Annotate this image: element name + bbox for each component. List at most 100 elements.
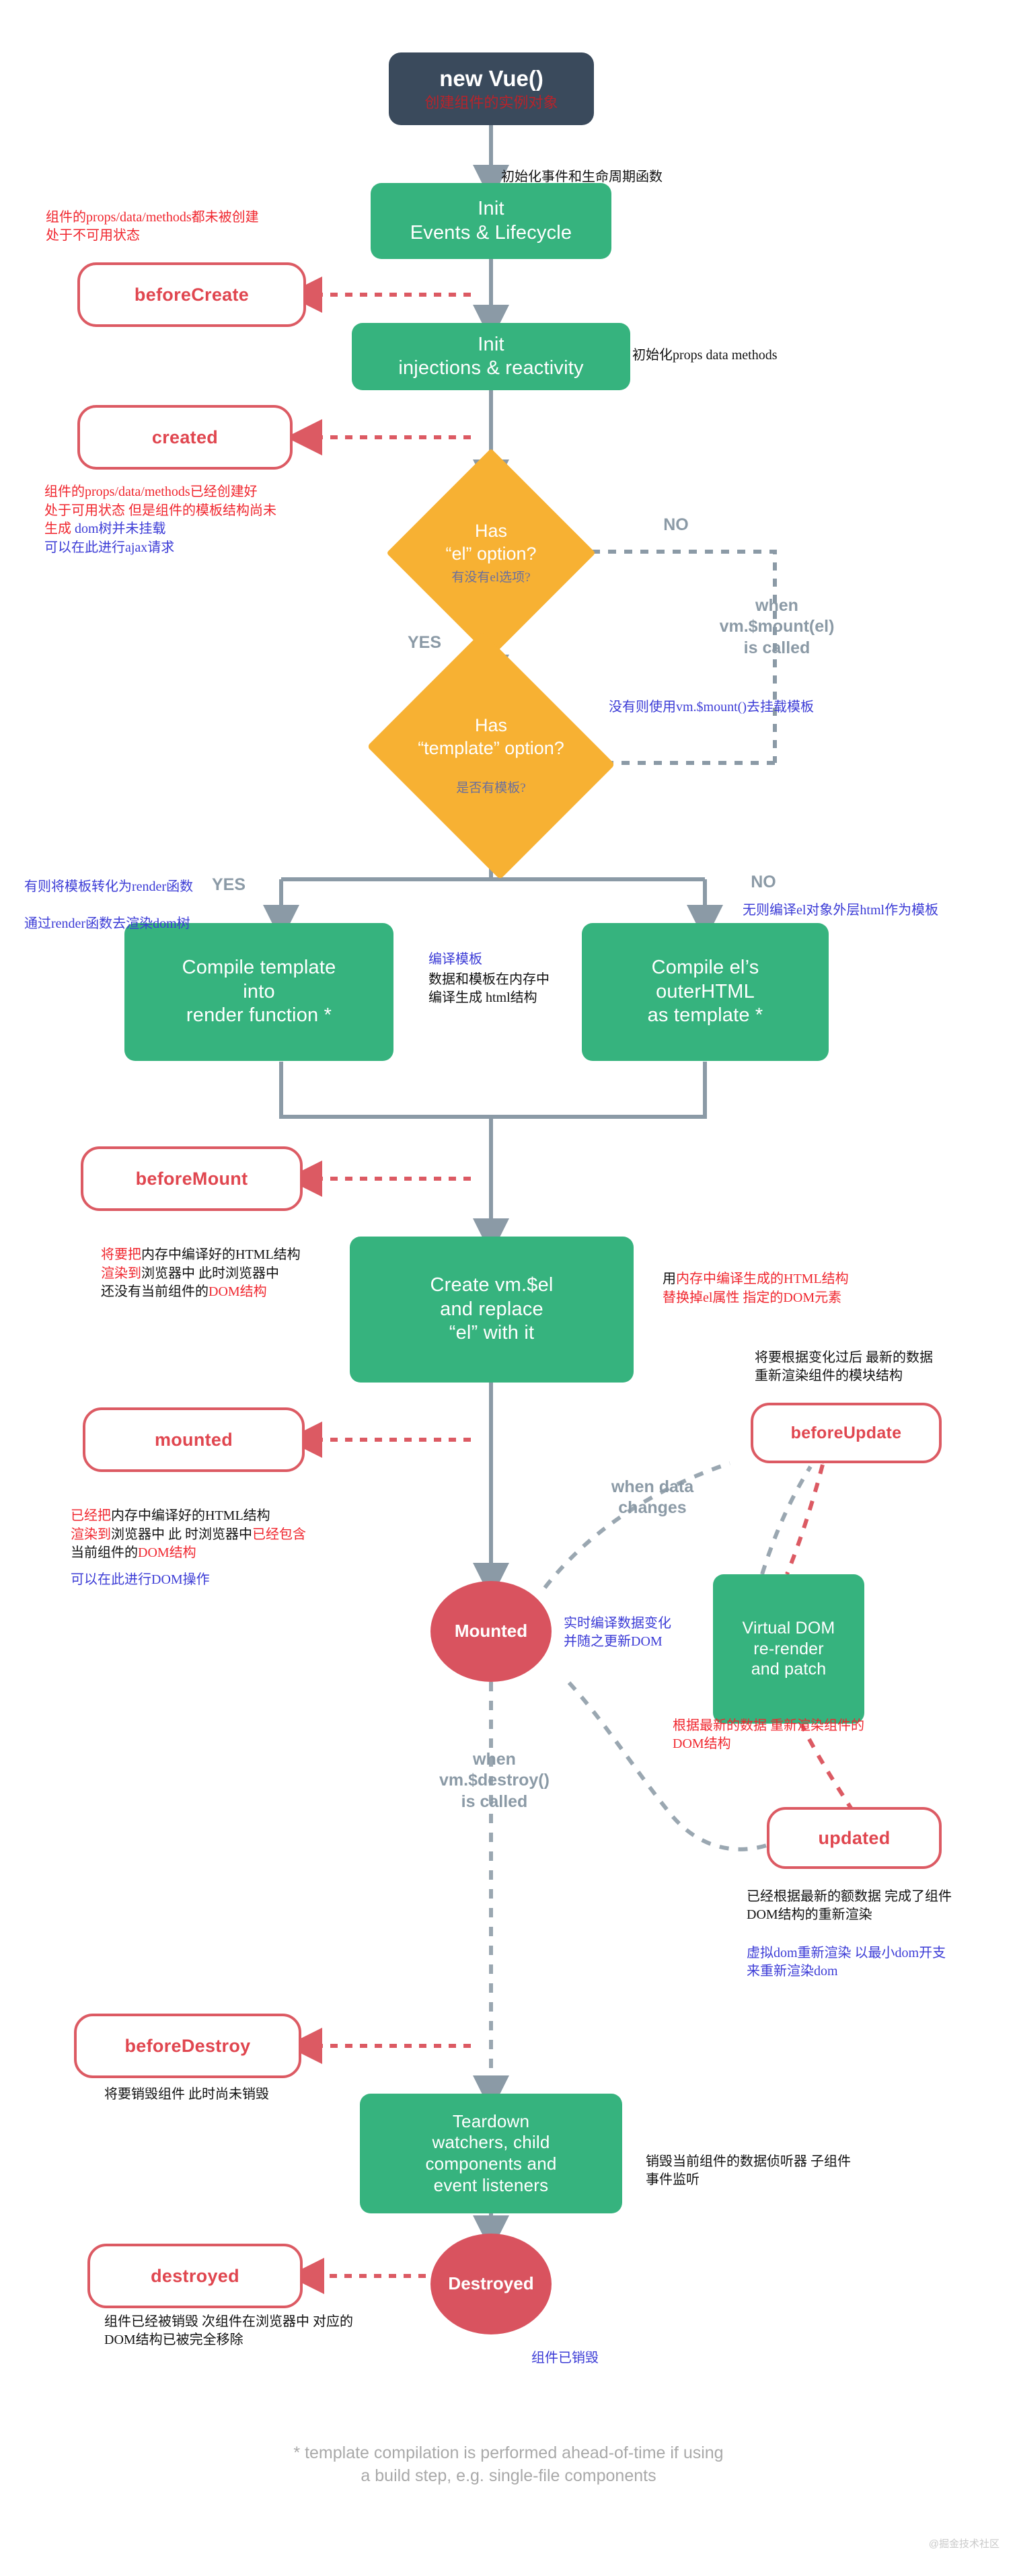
- node-has-template-line2: “template” option?: [418, 738, 564, 759]
- annotation-mounted-l4-blue: 可以在此进行DOM操作: [71, 1572, 210, 1587]
- hook-mounted: mounted: [83, 1407, 305, 1472]
- node-compile-template: Compile template into render function *: [124, 923, 393, 1061]
- hook-destroyed: destroyed: [87, 2244, 303, 2308]
- annotation-updated-body: 已经根据最新的额数据 完成了组件 DOM结构的重新渲染: [747, 1889, 952, 1923]
- node-teardown-line3: components and: [425, 2154, 557, 2174]
- annotation-mounted-l2-black: 浏览器中 此 时浏览器中: [111, 1526, 252, 1542]
- node-teardown-line2: watchers, child: [432, 2132, 550, 2153]
- node-compile-outer-line2: outerHTML: [656, 980, 755, 1002]
- annotation-before-mount-l2-red: 渲染到: [101, 1265, 141, 1281]
- node-virtual-dom-line1: Virtual DOM: [742, 1619, 835, 1638]
- flow-label-yes-template: YES: [211, 875, 246, 894]
- annotation-teardown-note: 销毁当前组件的数据侦听器 子组件 事件监听: [646, 2154, 851, 2188]
- annotation-compile-body: 数据和模板在内存中 编译生成 html结构: [428, 972, 550, 1006]
- node-teardown: Teardown watchers, child components and …: [360, 2094, 622, 2213]
- node-teardown-line4: event listeners: [433, 2174, 549, 2195]
- annotation-init-lifecycle: 初始化事件和生命周期函数: [501, 170, 663, 184]
- hook-created: created: [77, 405, 293, 470]
- flow-label-no-template: NO: [751, 873, 776, 891]
- annotation-destroyed-blue: 组件已销毁: [531, 2351, 599, 2365]
- node-compile-template-line2: into: [243, 980, 275, 1002]
- hook-created-label: created: [151, 427, 219, 447]
- annotation-created: 组件的props/data/methods已经创建好 处于可用状态 但是组件的模…: [44, 483, 276, 557]
- node-has-el-option: Has “el” option? 有没有el选项?: [386, 448, 596, 658]
- hook-before-create: beforeCreate: [77, 262, 306, 327]
- flow-label-no-el: NO: [663, 515, 689, 534]
- annotation-mounted-l1-black: 内存中编译好的HTML结构: [111, 1508, 270, 1523]
- annotation-mounted-l3-black: 当前组件的: [71, 1545, 138, 1561]
- annotation-compile-title: 编译模板: [428, 952, 482, 967]
- annotation-before-mount-l3-red: DOM结构: [209, 1284, 267, 1300]
- annotation-updated-arrow-note: 根据最新的数据 重新渲染组件的 DOM结构: [673, 1718, 864, 1752]
- hook-mounted-label: mounted: [154, 1429, 233, 1450]
- node-init-events-line2: Events & Lifecycle: [410, 221, 572, 244]
- node-virtual-dom-line3: and patch: [751, 1660, 827, 1679]
- node-has-template-zh: 是否有模板?: [456, 780, 526, 795]
- node-virtual-dom-rerender: Virtual DOM re-render and patch: [713, 1574, 864, 1724]
- annotation-mounted-l3-red: DOM结构: [138, 1545, 196, 1561]
- annotation-created-line1: 组件的props/data/methods已经创建好: [44, 484, 258, 499]
- node-init-injections-reactivity: Init injections & reactivity: [352, 323, 630, 390]
- node-new-vue-zh: 创建组件的实例对象: [424, 94, 558, 111]
- node-has-template-line1: Has: [474, 715, 507, 736]
- node-create-el-line1: Create vm.$el: [430, 1274, 554, 1296]
- flow-label-when-data-changes: when data changes: [611, 1477, 694, 1518]
- annotation-before-mount-l1-black: 内存中编译好的HTML结构: [141, 1247, 301, 1262]
- hook-updated: updated: [767, 1807, 942, 1869]
- annotation-mounted-l2-red: 渲染到: [71, 1526, 111, 1542]
- hook-before-create-label: beforeCreate: [134, 284, 250, 305]
- node-destroyed-state: Destroyed: [430, 2234, 552, 2334]
- node-mounted-label: Mounted: [454, 1621, 528, 1642]
- node-compile-outer-line1: Compile el’s: [651, 957, 759, 979]
- footer-note: * template compilation is performed ahea…: [293, 2443, 724, 2485]
- hook-before-destroy: beforeDestroy: [74, 2014, 301, 2078]
- node-init-injections-line1: Init: [478, 333, 504, 355]
- annotation-create-vm-el: 用内存中编译生成的HTML结构 替换掉el属性 指定的DOM元素: [663, 1270, 849, 1307]
- node-create-el-line2: and replace: [440, 1298, 543, 1320]
- annotation-created-line4: 可以在此进行ajax请求: [44, 540, 175, 555]
- hook-updated-label: updated: [818, 1827, 891, 1848]
- annotation-updated-blue: 虚拟dom重新渲染 以最小dom开支 来重新渲染dom: [747, 1946, 946, 1979]
- flow-label-when-mount-called: when vm.$mount(el) is called: [719, 596, 835, 657]
- annotation-create-el-l2-red: 替换掉el属性 指定的DOM元素: [663, 1290, 842, 1305]
- annotation-before-create: 组件的props/data/methods都未被创建 处于不可用状态: [46, 210, 259, 244]
- hook-before-mount-label: beforeMount: [135, 1168, 248, 1189]
- node-init-injections-line2: injections & reactivity: [398, 357, 584, 379]
- annotation-before-update: 将要根据变化过后 最新的数据 重新渲染组件的模块结构: [755, 1350, 933, 1384]
- annotation-virtual-dom-note: 实时编译数据变化 并随之更新DOM: [564, 1616, 671, 1650]
- annotation-mounted-l2-red2: 已经包含: [252, 1526, 306, 1542]
- node-init-events-line1: Init: [478, 198, 504, 220]
- annotation-before-mount: 将要把内存中编译好的HTML结构 渲染到浏览器中 此时浏览器中 还没有当前组件的…: [101, 1246, 301, 1302]
- annotation-mounted: 已经把内存中编译好的HTML结构 渲染到浏览器中 此 时浏览器中已经包含 当前组…: [71, 1507, 306, 1589]
- node-teardown-line1: Teardown: [452, 2110, 530, 2131]
- annotation-render-note-line2: 通过render函数去渲染dom树: [24, 916, 190, 931]
- annotation-before-mount-l1-red: 将要把: [101, 1247, 141, 1262]
- hook-before-mount: beforeMount: [81, 1146, 303, 1211]
- node-virtual-dom-line2: re-render: [753, 1639, 824, 1658]
- annotation-created-line2: 处于可用状态 但是组件的模板结构尚未: [44, 503, 276, 518]
- node-compile-template-line3: render function *: [186, 1004, 332, 1027]
- annotation-created-line3-red: 生成: [44, 521, 75, 537]
- node-compile-outer-html: Compile el’s outerHTML as template *: [582, 923, 829, 1061]
- annotation-before-mount-l3-black: 还没有当前组件的: [101, 1284, 209, 1300]
- annotation-outer-note: 无则编译el对象外层html作为模板: [743, 903, 939, 918]
- annotation-render-note-line1: 有则将模板转化为render函数: [24, 879, 194, 895]
- annotation-before-mount-l2-black: 浏览器中 此时浏览器中: [141, 1265, 279, 1281]
- node-compile-template-line1: Compile template: [182, 957, 336, 979]
- node-has-el-line1: Has: [474, 520, 507, 541]
- annotation-init-props: 初始化props data methods: [632, 348, 778, 363]
- node-new-vue-label: new Vue(): [439, 66, 543, 91]
- node-destroyed-label: Destroyed: [448, 2273, 534, 2294]
- flow-label-yes-el: YES: [407, 633, 442, 652]
- node-has-el-line2: “el” option?: [445, 543, 537, 564]
- annotation-destroyed-note: 组件已经被销毁 次组件在浏览器中 对应的 DOM结构已被完全移除: [104, 2314, 353, 2348]
- node-compile-outer-line3: as template *: [647, 1004, 763, 1027]
- node-create-el-line3: “el” with it: [449, 1322, 535, 1344]
- hook-before-update: beforeUpdate: [751, 1403, 942, 1463]
- annotation-create-el-l1-red: 内存中编译生成的HTML结构: [676, 1272, 849, 1286]
- node-create-vm-el: Create vm.$el and replace “el” with it: [350, 1237, 634, 1383]
- node-has-el-zh: 有没有el选项?: [451, 571, 531, 585]
- annotation-mounted-l1-red: 已经把: [71, 1508, 111, 1523]
- annotation-render-note: 有则将模板转化为render函数 通过render函数去渲染dom树: [24, 860, 193, 951]
